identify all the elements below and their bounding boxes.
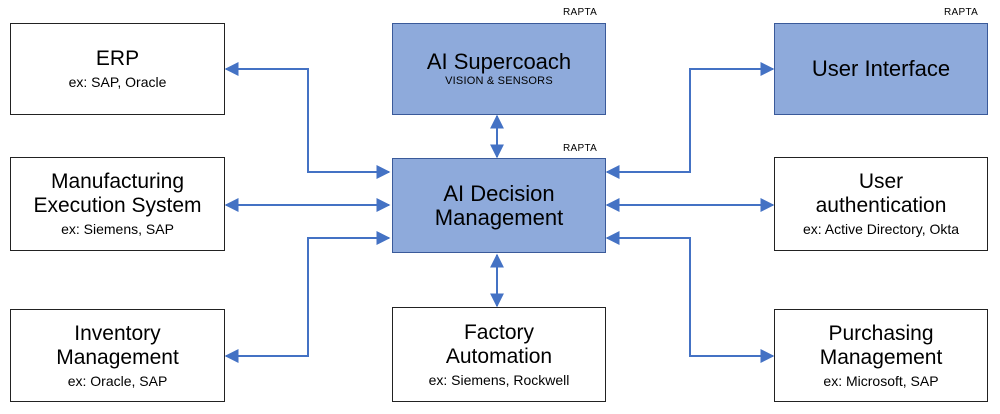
auth-title-line2: authentication: [815, 194, 947, 217]
decision-rapta-tag: RAPTA: [563, 143, 598, 154]
connector-decision-ui: [605, 62, 775, 179]
connector-erp-decision: [224, 62, 391, 179]
auth-box: User authentication ex: Active Directory…: [774, 157, 988, 251]
auth-examples: ex: Active Directory, Okta: [802, 221, 960, 237]
erp-examples: ex: SAP, Oracle: [68, 74, 167, 90]
auth-title-line1: User: [858, 170, 904, 193]
decision-title-line2: Management: [434, 204, 564, 230]
inventory-box: Inventory Management ex: Oracle, SAP: [10, 309, 225, 402]
mes-examples: ex: Siemens, SAP: [61, 221, 174, 237]
mes-title-line1: Manufacturing: [50, 170, 185, 193]
user-interface-box: User Interface: [774, 23, 988, 115]
connector-inventory-decision: [224, 231, 391, 363]
factory-box: Factory Automation ex: Siemens, Rockwell: [392, 307, 606, 402]
decision-box: AI Decision Management: [392, 158, 606, 253]
ui-rapta-tag: RAPTA: [944, 7, 979, 18]
purchasing-title-line1: Purchasing: [828, 321, 934, 345]
inventory-title-line1: Inventory: [74, 321, 161, 345]
mes-box: Manufacturing Execution System ex: Sieme…: [10, 157, 225, 251]
mes-title-line2: Execution System: [33, 194, 202, 217]
connector-decision-purchasing: [605, 231, 775, 363]
inventory-examples: ex: Oracle, SAP: [67, 372, 168, 389]
supercoach-subtitle: VISION & SENSORS: [445, 75, 553, 87]
erp-box: ERP ex: SAP, Oracle: [10, 23, 225, 115]
factory-title-line1: Factory: [463, 320, 534, 344]
erp-title: ERP: [95, 47, 140, 70]
purchasing-title-line2: Management: [819, 345, 943, 369]
factory-title-line2: Automation: [445, 344, 553, 368]
purchasing-examples: ex: Microsoft, SAP: [823, 372, 939, 389]
purchasing-box: Purchasing Management ex: Microsoft, SAP: [774, 309, 988, 402]
user-interface-title: User Interface: [811, 56, 951, 81]
factory-examples: ex: Siemens, Rockwell: [428, 371, 570, 388]
supercoach-box: AI Supercoach VISION & SENSORS: [392, 23, 606, 115]
inventory-title-line2: Management: [56, 345, 179, 369]
supercoach-rapta-tag: RAPTA: [563, 7, 598, 18]
supercoach-title: AI Supercoach: [426, 49, 572, 74]
decision-title-line1: AI Decision: [443, 180, 555, 206]
